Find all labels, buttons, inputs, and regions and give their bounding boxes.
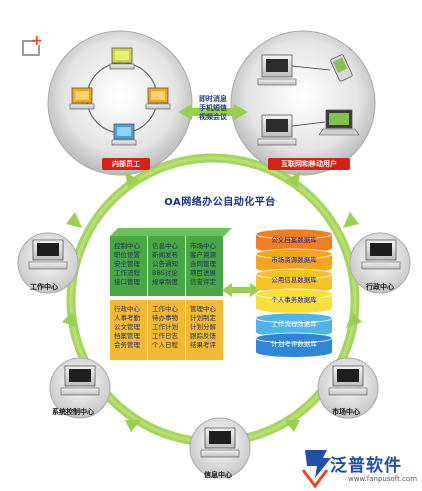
brand-logo-icon <box>301 450 331 489</box>
module-cell: 工作中心 待办事物 工作计划 工作日志 个人日程 <box>152 305 189 350</box>
module-block <box>110 236 147 296</box>
pc-icon <box>328 365 368 396</box>
module-line: 客户资源 <box>190 251 216 259</box>
db-label: 个人事务数据库 <box>271 296 317 304</box>
module-line: 合同管理 <box>190 260 216 268</box>
database-disk-bottom <box>256 347 332 357</box>
pc-icon <box>145 87 171 110</box>
module-line: 个人日程 <box>152 341 178 349</box>
module-cell: 控制中心 职位设置 安全管理 工作流程 接口管理 <box>114 242 151 287</box>
module-line: 公告通知 <box>152 260 178 268</box>
node-label-info: 信息中心 <box>204 471 232 479</box>
module-cell: 信息中心 新闻发布 公告通知 BBS讨论 规章制度 <box>152 242 189 287</box>
module-block <box>148 236 185 296</box>
pda-icon <box>330 54 353 82</box>
database-disk-top <box>255 288 333 300</box>
db-label: 市场资源数据库 <box>271 256 317 264</box>
ring-arrowheads <box>62 172 362 432</box>
pc-icon <box>60 365 100 396</box>
brand-name: 泛普软件 <box>330 456 402 476</box>
node-label-work: 工作中心 <box>30 283 58 291</box>
platform-title: OA网络办公自动化平台 <box>164 197 276 208</box>
database-disk-top <box>255 332 333 344</box>
internet-mobile-network <box>230 30 376 176</box>
db-label: 公文档案数据库 <box>271 236 317 244</box>
module-line: 工作日志 <box>152 332 178 340</box>
link-label-line: 视频会议 <box>199 113 227 121</box>
top-connector-arrows <box>178 104 248 120</box>
database-disk-top <box>255 248 333 260</box>
pc-icon <box>257 114 297 146</box>
module-line: 待办事物 <box>152 314 178 322</box>
link-label-line: 手机短信 <box>199 104 227 112</box>
pc-icon <box>361 239 401 270</box>
link-label: 即时消息 手机短信 视频会议 <box>193 95 233 122</box>
module-line: 计划分解 <box>190 323 216 331</box>
module-line: 管理中心 <box>190 305 216 313</box>
module-line: 市场中心 <box>190 242 216 250</box>
module-block <box>110 300 147 360</box>
brand-url: www.fanpusoft.com <box>348 475 418 483</box>
link-label-line: 即时消息 <box>199 95 227 103</box>
db-label: 计划考评数据库 <box>271 340 317 348</box>
database-disk-top <box>255 312 333 324</box>
module-line: 档案管理 <box>114 332 140 340</box>
module-block <box>186 300 223 360</box>
db-label: 工作流程数据库 <box>271 320 317 328</box>
module-cell: 管理中心 计划制定 计划分解 跟踪反馈 结果考评 <box>190 305 227 350</box>
pc-icon <box>109 47 135 70</box>
module-line: 会务管理 <box>114 341 140 349</box>
node-label-system: 系统控制中心 <box>52 408 94 416</box>
database-disk-top <box>255 228 333 240</box>
module-line: 安全管理 <box>114 260 140 268</box>
module-block <box>148 300 185 360</box>
module-line: 计划制定 <box>190 314 216 322</box>
pc-icon <box>257 54 297 86</box>
grid-db-connector <box>222 283 260 297</box>
database-stack <box>255 228 333 357</box>
pc-icon <box>28 239 68 270</box>
pc-icon <box>111 123 137 146</box>
node-label-market: 市场中心 <box>332 408 360 416</box>
module-line: 工作流程 <box>114 269 140 277</box>
internal-staff-badge: 内部员工 <box>102 158 150 170</box>
module-grid-top <box>110 228 232 236</box>
laptop-icon <box>318 109 360 136</box>
corner-frame-icon <box>22 36 44 56</box>
module-cell: 市场中心 客户资源 合同管理 项目进展 信誉评定 <box>190 242 227 287</box>
plus-icon: + <box>31 33 43 49</box>
pc-icon <box>69 87 95 110</box>
module-line: 工作中心 <box>152 305 178 313</box>
database-disk-bottom <box>256 303 332 313</box>
internet-mobile-badge: 互联网和移动用户 <box>268 158 350 170</box>
module-line: 公文管理 <box>114 323 140 331</box>
database-disk-top <box>255 268 333 280</box>
module-block <box>186 236 223 296</box>
db-label: 公用信息数据库 <box>271 276 317 284</box>
module-line: 控制中心 <box>114 242 140 250</box>
module-line: 行政中心 <box>114 305 140 313</box>
module-cell: 行政中心 人事考勤 公文管理 档案管理 会务管理 <box>114 305 151 350</box>
module-line: 职位设置 <box>114 251 140 259</box>
module-line: 工作计划 <box>152 323 178 331</box>
module-line: 信息中心 <box>152 242 178 250</box>
module-line: 跟踪反馈 <box>190 332 216 340</box>
module-line: 规章制度 <box>152 278 178 286</box>
module-line: 项目进展 <box>190 269 216 277</box>
module-line: 新闻发布 <box>152 251 178 259</box>
module-grid <box>110 228 232 360</box>
module-line: 接口管理 <box>114 278 140 286</box>
pc-icon <box>200 427 240 458</box>
internal-staff-network <box>47 30 193 176</box>
node-label-admin: 行政中心 <box>366 283 394 291</box>
module-line: BBS讨论 <box>152 269 178 277</box>
module-line: 人事考勤 <box>114 314 140 322</box>
module-line: 信誉评定 <box>190 278 216 286</box>
module-line: 结果考评 <box>190 341 216 349</box>
